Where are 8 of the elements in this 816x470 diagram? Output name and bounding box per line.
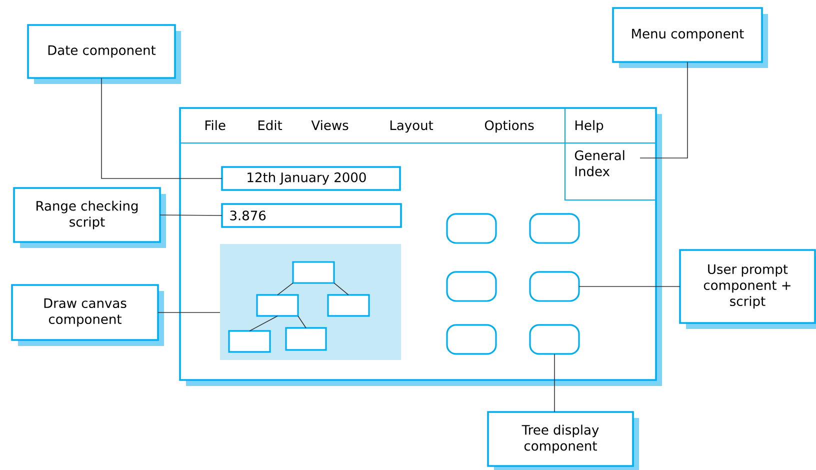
leader-line [101, 78, 222, 179]
callout-box: Date component [27, 24, 181, 84]
leader-line [640, 62, 688, 158]
callout-box: Menu component [612, 7, 768, 68]
callout-box: User prompt component + script [679, 249, 816, 329]
callout-box: Draw canvas component [11, 284, 164, 346]
callout-box: Range checking script [13, 187, 166, 248]
callout-box: Tree display component [487, 411, 639, 470]
